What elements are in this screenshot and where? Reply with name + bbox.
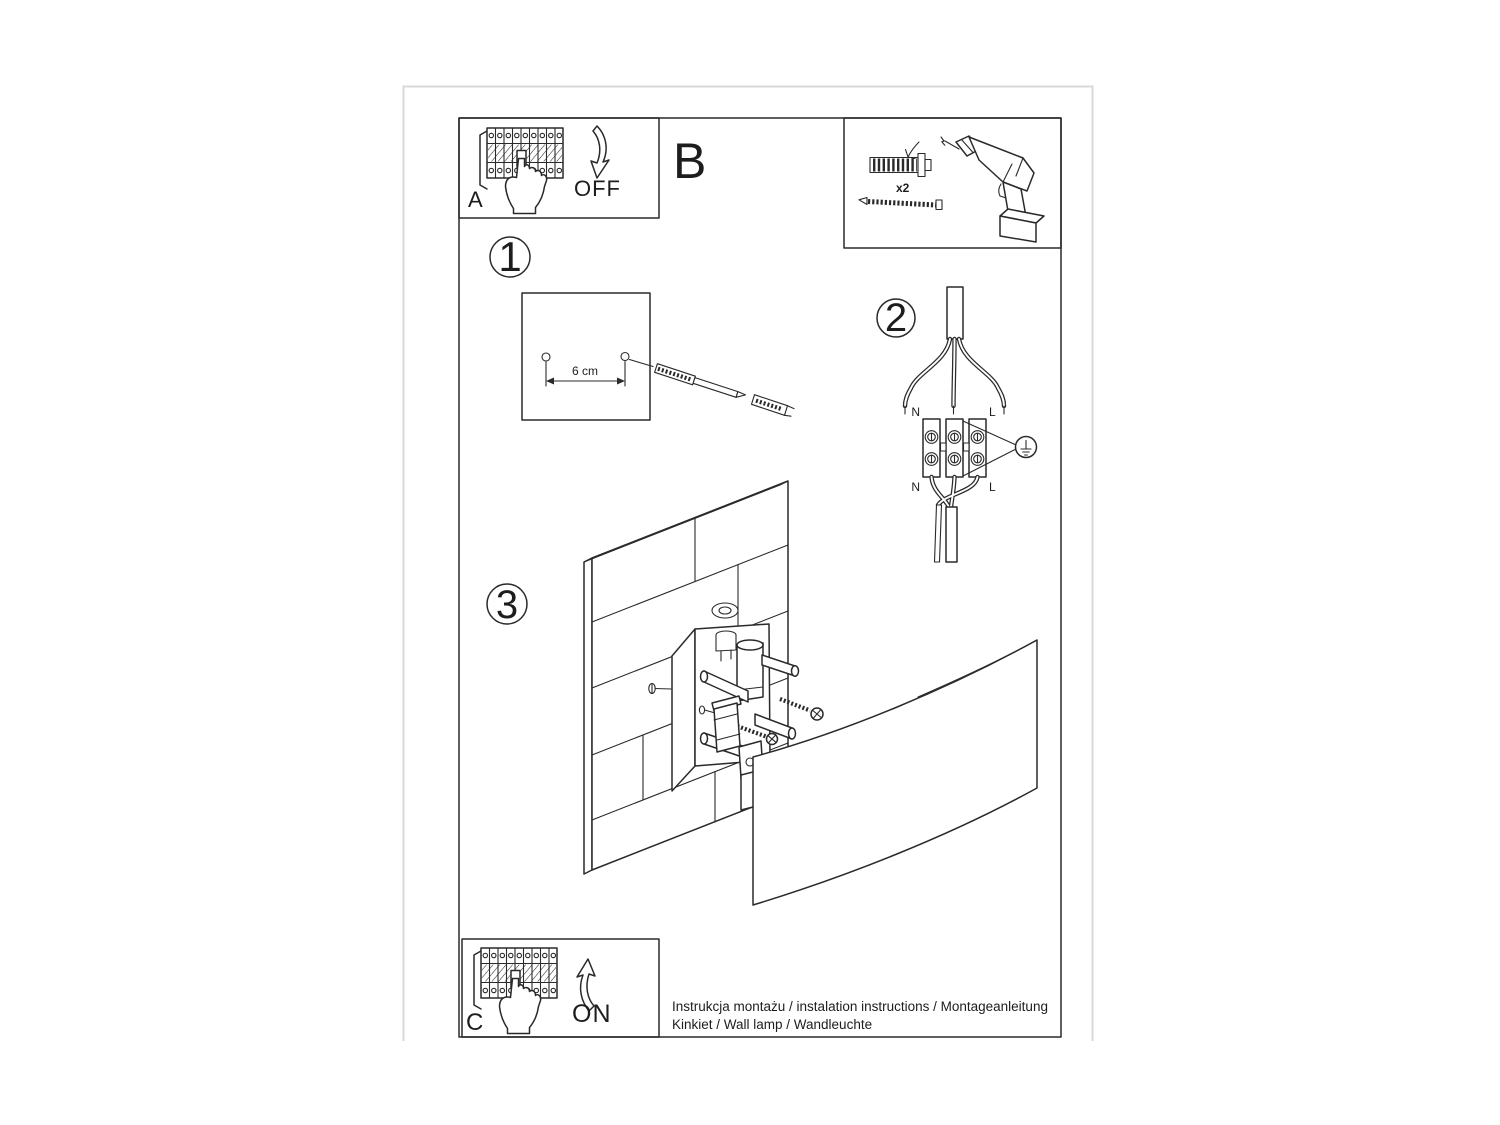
power-off-state-label: OFF <box>574 176 621 201</box>
insert-arrow-icon <box>904 141 920 160</box>
step-2-number: 2 <box>885 296 907 340</box>
mains-cable-sheath <box>946 286 964 340</box>
glass-shade-edge <box>917 639 1038 698</box>
curved-arrow-up-icon <box>576 958 596 1012</box>
wall-drilling-diagram: 6 cm <box>521 292 795 421</box>
sheet-border <box>458 117 1062 1038</box>
caption-line-1: Instrukcja montażu / instalation instruc… <box>672 999 1048 1014</box>
terminal-block <box>922 418 987 478</box>
step-3-number: 3 <box>496 583 518 627</box>
hole-spacing-label: 6 cm <box>572 364 598 378</box>
step-2-number-circle <box>876 298 916 338</box>
screw-and-anchor-icon <box>628 358 795 417</box>
mounting-hole-ring <box>711 602 739 619</box>
power-on-state-label: ON <box>572 1000 612 1028</box>
caption-line-2: Kinkiet / Wall lamp / Wandleuchte <box>672 1017 872 1032</box>
included-parts-box: x2 <box>843 117 1062 249</box>
wall-plug-icon <box>869 141 932 178</box>
drill-icon <box>940 135 1045 243</box>
screw-icon <box>858 196 943 211</box>
step-1: 1 6 cm <box>489 233 795 421</box>
step-3: 3 <box>486 480 1038 906</box>
earth-symbol-icon <box>962 420 1038 477</box>
drill-hole-right <box>620 351 630 362</box>
fixture-wires <box>929 474 980 563</box>
parts-box-border <box>843 117 1062 249</box>
step-3-number-circle <box>486 583 528 625</box>
breaker-panel-icon <box>479 127 564 215</box>
panel-c-label: C <box>466 1009 483 1036</box>
step-1-number: 1 <box>498 233 521 280</box>
curved-arrow-down-icon <box>590 125 610 179</box>
caption: Instrukcja montażu / instalation instruc… <box>672 999 1048 1032</box>
terminal-label-l-bottom: L <box>989 480 996 494</box>
step-1-number-circle <box>489 236 531 278</box>
terminal-label-n-bottom: N <box>911 480 920 494</box>
hook-bracket <box>715 630 737 662</box>
supply-wires <box>902 336 1007 415</box>
panel-a-label: A <box>468 187 483 212</box>
section-b-label: B <box>673 133 706 189</box>
drill-hole-left <box>541 352 551 362</box>
hole-spacing-dimension: 6 cm <box>545 360 626 387</box>
terminal-label-n-top: N <box>911 405 920 419</box>
wall-plug-quantity: x2 <box>896 181 910 195</box>
breaker-panel-icon <box>473 947 558 1035</box>
wall-face <box>521 292 651 421</box>
page-edge <box>402 85 1094 1041</box>
mounting-diagram <box>583 480 1038 906</box>
step-2: 2 N L <box>876 286 1038 563</box>
power-on-box: ON C <box>461 938 660 1038</box>
power-on-box-border <box>461 938 660 1038</box>
power-off-box: OFF A <box>458 117 660 219</box>
wiring-diagram: N L N L <box>902 286 1038 563</box>
terminal-label-l-top: L <box>989 405 996 419</box>
glass-shade <box>752 639 1038 906</box>
power-off-box-border <box>458 117 660 219</box>
